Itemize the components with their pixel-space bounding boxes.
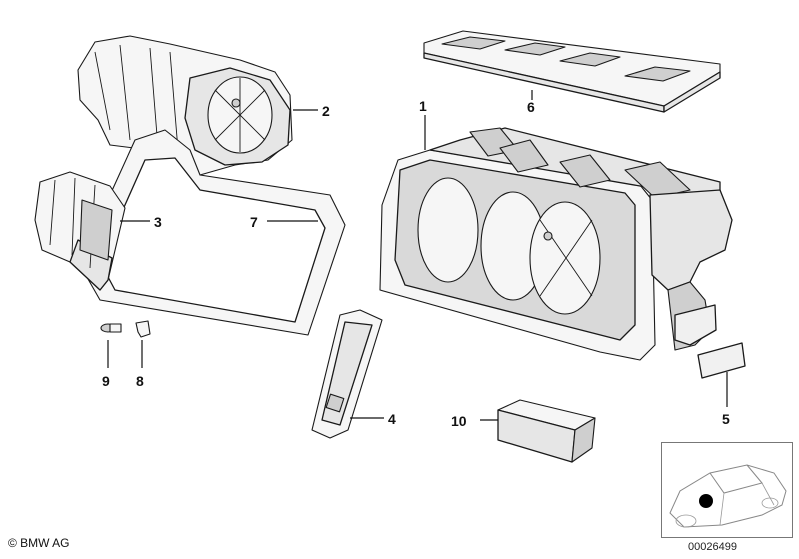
part-1-heater-housing[interactable]: [379, 127, 733, 361]
vehicle-locator-thumbnail: [661, 442, 793, 538]
callout-8: 8: [136, 373, 144, 389]
callout-1: 1: [419, 98, 427, 114]
part-7-seal[interactable]: [79, 129, 346, 336]
callout-9: 9: [102, 373, 110, 389]
callout-4: 4: [388, 411, 396, 427]
callout-3: 3: [154, 214, 162, 230]
part-6-filter-frame[interactable]: [423, 30, 721, 113]
callout-2: 2: [322, 103, 330, 119]
callout-5: 5: [722, 411, 730, 427]
part-8-clip[interactable]: [135, 320, 151, 338]
car-outline-icon: [669, 464, 787, 528]
document-number: 00026499: [688, 541, 737, 553]
callout-6: 6: [527, 99, 535, 115]
callout-10: 10: [451, 413, 467, 429]
part-9-screw[interactable]: [100, 323, 122, 333]
part-3-blower-housing-lower[interactable]: [34, 171, 126, 291]
leader-lines: [107, 90, 728, 421]
callout-7: 7: [250, 214, 258, 230]
part-5-filter-pad[interactable]: [697, 342, 746, 379]
part-10-foam-block[interactable]: [497, 399, 596, 463]
copyright-label: © BMW AG: [8, 536, 70, 550]
location-dot: [699, 494, 713, 508]
part-4-control-element[interactable]: [311, 309, 383, 439]
part-2-blower-housing-upper[interactable]: [77, 35, 293, 179]
